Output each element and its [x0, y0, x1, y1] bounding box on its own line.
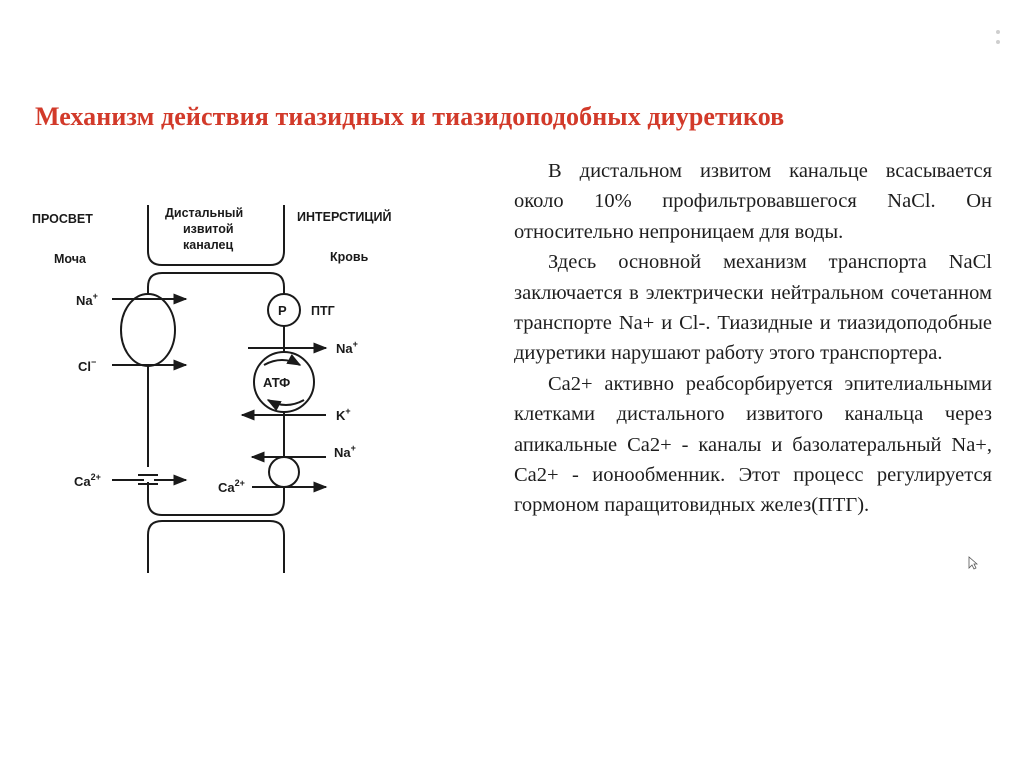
na-ca-exchanger [269, 457, 299, 487]
tubule-label-line2: извитой [183, 222, 234, 236]
na-label-atpase: Na+ [336, 339, 358, 356]
lumen-label: ПРОСВЕТ [32, 212, 93, 226]
ca-label-apical: Ca2+ [74, 472, 101, 489]
receptor-label: P [278, 303, 287, 318]
lumen-sublabel: Моча [54, 252, 87, 266]
ca-label-exchanger: Ca2+ [218, 478, 245, 495]
paragraph-1: В дистальном извитом канальце всасываетс… [514, 156, 992, 247]
nacl-cotransporter [121, 294, 175, 366]
atp-label: АТФ [263, 375, 290, 390]
interstitium-label: ИНТЕРСТИЦИЙ [297, 209, 391, 224]
paragraph-3: Ca2+ активно реабсорбируется эпителиальн… [514, 369, 992, 521]
interstitium-sublabel: Кровь [330, 250, 369, 264]
lower-cell-outline [148, 521, 284, 573]
mouse-cursor-icon [968, 556, 978, 570]
slide-title: Механизм действия тиазидных и тиазидопод… [35, 102, 995, 132]
corner-mark [996, 30, 1000, 34]
transport-diagram: ПРОСВЕТ Моча Дистальный извитой каналец … [20, 195, 440, 585]
cl-label-apical: Cl− [78, 357, 96, 374]
tubule-label-line3: каналец [183, 238, 233, 252]
tubule-label-line1: Дистальный [165, 206, 243, 220]
k-label: K+ [336, 406, 351, 423]
corner-mark [996, 40, 1000, 44]
paragraph-2: Здесь основной механизм транспорта NaCl … [514, 247, 992, 369]
na-label-exchanger: Na+ [334, 443, 356, 460]
na-label-apical: Na+ [76, 291, 98, 308]
pth-label: ПТГ [311, 304, 335, 318]
body-text: В дистальном извитом канальце всасываетс… [514, 156, 992, 521]
